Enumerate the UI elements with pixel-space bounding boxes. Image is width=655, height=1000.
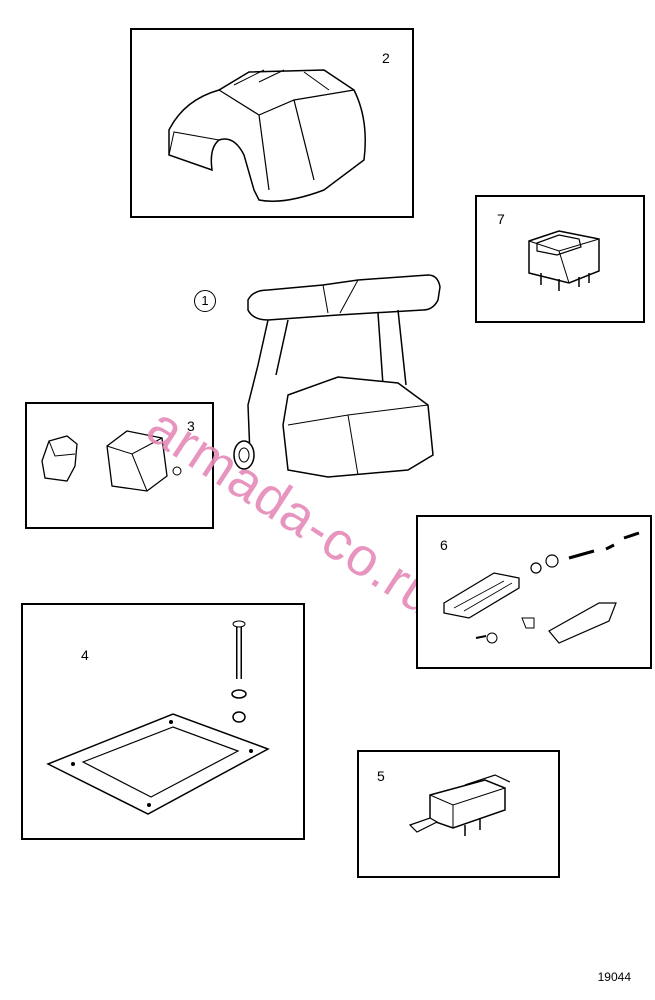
document-number: 19044 <box>597 970 631 984</box>
rocker-switch-drawing <box>528 230 600 291</box>
switch-pair-drawing <box>41 430 182 492</box>
callout-main: 1 <box>194 290 216 312</box>
callout-number: 2 <box>382 50 390 66</box>
control-cover-drawing <box>168 69 366 202</box>
micro-switch-drawing <box>408 774 511 836</box>
control-lever-drawing <box>233 274 441 478</box>
callout-number: 5 <box>377 768 385 784</box>
mount-kit-drawing <box>46 620 270 815</box>
part-box-micro-switch: 5 <box>357 750 560 878</box>
part-box-lock-kit: 6 <box>416 515 652 669</box>
callout-number: 4 <box>81 647 89 663</box>
lock-kit-drawing <box>443 531 640 644</box>
callout-number: 1 <box>201 293 209 308</box>
part-box-rocker: 7 <box>475 195 645 323</box>
part-box-cover: 2 <box>130 28 414 218</box>
part-box-mount-kit: 4 <box>21 603 305 840</box>
callout-number: 3 <box>187 418 195 434</box>
part-box-switch-pair: 3 <box>25 402 214 529</box>
callout-number: 7 <box>497 211 505 227</box>
callout-number: 6 <box>440 537 448 553</box>
